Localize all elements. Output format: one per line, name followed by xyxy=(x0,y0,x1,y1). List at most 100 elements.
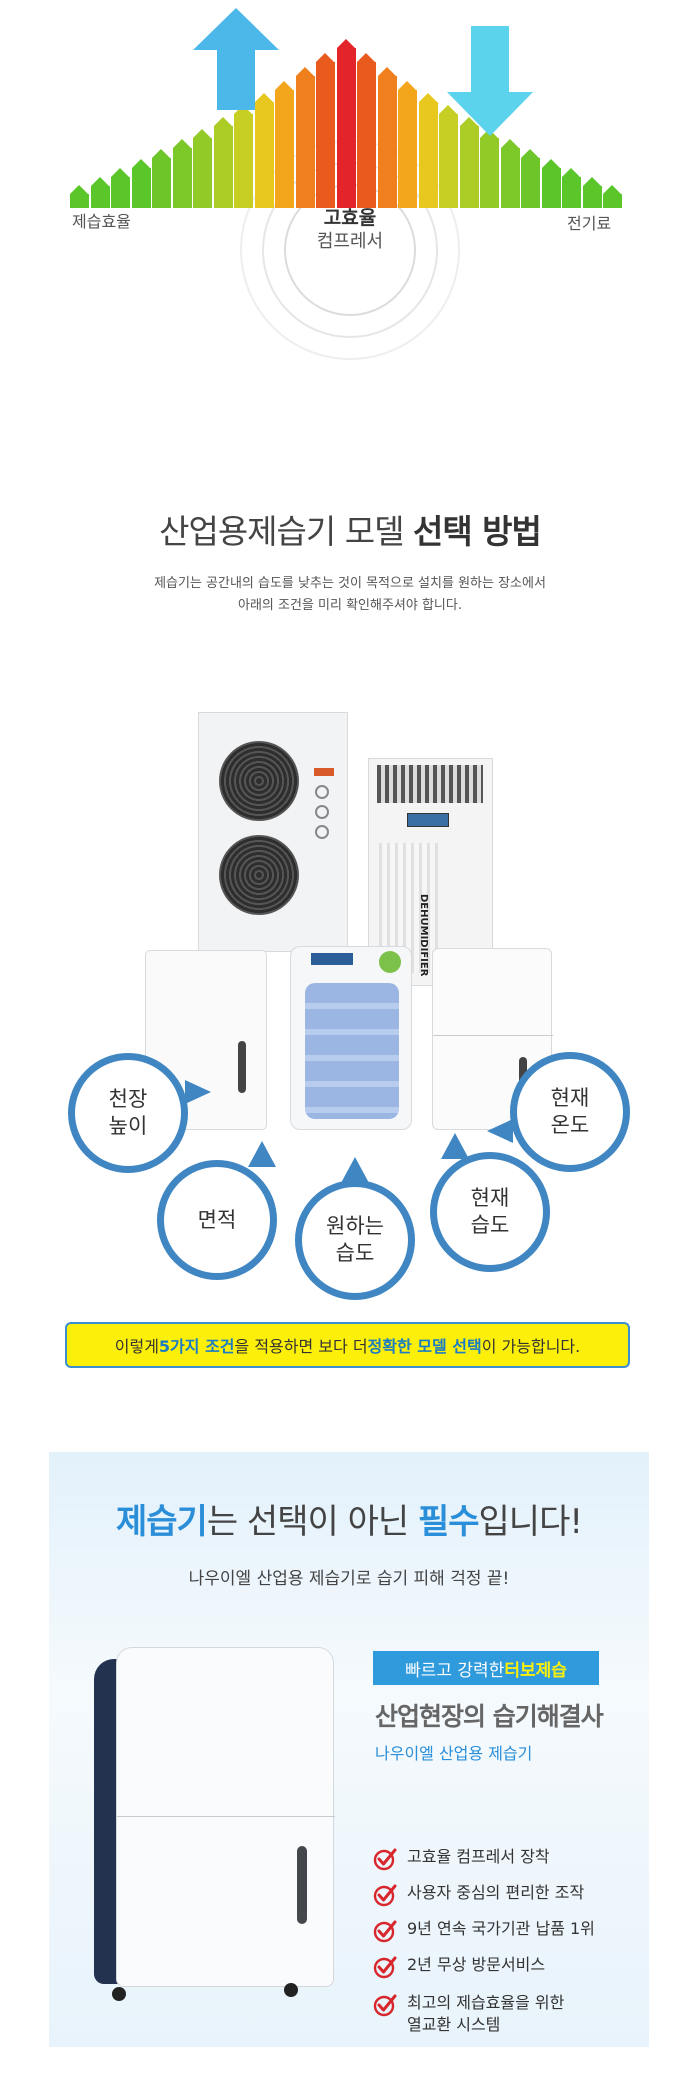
efficiency-bar xyxy=(90,177,110,208)
efficiency-bar xyxy=(357,53,376,208)
efficiency-bar-roof xyxy=(316,53,334,62)
check-icon xyxy=(373,1847,397,1871)
condition-area: 면적 xyxy=(157,1141,277,1280)
efficiency-bar-roof xyxy=(111,168,129,177)
efficiency-bar xyxy=(111,168,130,208)
check-icon xyxy=(373,1919,397,1943)
large-dehumidifier xyxy=(198,712,348,952)
efficiency-bar-roof xyxy=(152,149,170,158)
feature-text: 2년 무상 방문서비스 xyxy=(407,1955,546,1974)
efficiency-bar-roof xyxy=(521,149,539,158)
high-efficiency-text: 고효율 xyxy=(323,207,377,229)
efficiency-bar-roof xyxy=(131,159,150,168)
efficiency-bar-roof xyxy=(275,81,293,90)
efficiency-bar-roof xyxy=(213,117,232,126)
tower-vent xyxy=(377,765,483,803)
selection-title: 산업용제습기 모델 선택 방법 xyxy=(0,505,700,553)
efficiency-graphic: 제습효율 전기료 고효율 컴프레서 xyxy=(0,0,700,360)
efficiency-bar xyxy=(398,81,417,208)
efficiency-bar-chart xyxy=(70,38,625,208)
essential-section: 제습기는 선택이 아닌 필수입니다! 나우이엘 산업용 제습기로 습기 피해 걱… xyxy=(49,1452,649,2047)
note-post: 이 가능합니다. xyxy=(481,1337,581,1356)
efficiency-bar-roof xyxy=(500,139,519,148)
check-icon xyxy=(373,1993,397,2017)
dehumidify-efficiency-label: 제습효율 xyxy=(72,212,131,231)
efficiency-bar xyxy=(480,129,499,208)
efficiency-bar xyxy=(316,53,335,208)
efficiency-bar-roof xyxy=(603,185,621,194)
efficiency-bar-roof xyxy=(582,177,601,186)
essential-title: 제습기는 선택이 아닌 필수입니다! xyxy=(49,1494,649,1543)
selection-title-bold: 선택 방법 xyxy=(412,512,542,551)
check-icon xyxy=(373,1883,397,1907)
turbo-badge: 빠르고 강력한 터보제습 xyxy=(373,1651,599,1685)
dehumidifier-products-image: DEHUMIDIFIER xyxy=(0,700,700,1160)
note-accurate-model: 정확한 모델 선택 xyxy=(367,1337,482,1356)
efficiency-bar xyxy=(336,39,356,208)
portable-dehumidifier-blue xyxy=(290,946,412,1130)
arrow-down-icon xyxy=(447,26,533,136)
efficiency-bar-roof xyxy=(541,159,560,168)
efficiency-bar xyxy=(193,129,212,208)
essential-title-hl1: 제습기 xyxy=(116,1502,208,1542)
selection-description: 제습기는 공간내의 습도를 낮추는 것이 목적으로 설치를 원하는 장소에서 아… xyxy=(0,573,700,617)
efficiency-bar-roof xyxy=(377,67,396,76)
fan-bottom-icon xyxy=(219,835,299,915)
efficiency-bar xyxy=(541,159,561,208)
condition-area-text: 면적 xyxy=(197,1207,237,1232)
efficiency-bar-roof xyxy=(295,67,314,76)
dehumidifier-text: DEHUMIDIFIER xyxy=(418,894,429,977)
efficiency-bar-roof xyxy=(70,185,88,194)
efficiency-bar xyxy=(295,67,315,208)
efficiency-bar xyxy=(254,93,274,208)
note-five-conditions: 5가지 조건 xyxy=(158,1337,235,1356)
efficiency-bar-roof xyxy=(193,129,211,138)
note-pre: 이렇게 xyxy=(114,1337,159,1356)
efficiency-bar xyxy=(70,185,89,208)
electricity-cost-label: 전기료 xyxy=(567,214,612,233)
efficiency-bar xyxy=(234,105,253,208)
selection-title-normal: 산업용제습기 모델 xyxy=(159,512,413,551)
feature-text: 최고의 제습효율을 위한 xyxy=(407,1993,565,2012)
essential-title-mid: 는 선택이 아닌 xyxy=(206,1502,418,1542)
efficiency-bar-roof xyxy=(418,93,437,102)
efficiency-bar-roof xyxy=(336,39,355,48)
efficiency-bar xyxy=(418,93,438,208)
efficiency-bar xyxy=(131,159,151,208)
arrow-up-icon xyxy=(193,8,279,110)
efficiency-bar-roof xyxy=(254,93,273,102)
efficiency-bar-roof xyxy=(172,139,191,148)
product-dehumidifier-image xyxy=(94,1647,335,2002)
essential-subtitle: 나우이엘 산업용 제습기로 습기 피해 걱정 끝! xyxy=(188,1569,510,1589)
efficiency-bar xyxy=(582,177,602,208)
efficiency-bar xyxy=(459,117,479,208)
note-mid: 을 적용하면 보다 더 xyxy=(234,1337,368,1356)
efficiency-bar-roof xyxy=(357,53,375,62)
turbo-pre: 빠르고 강력한 xyxy=(405,1660,505,1681)
humidity-solver-headline: 산업현장의 습기해결사 xyxy=(375,1702,604,1731)
efficiency-bar xyxy=(213,117,233,208)
selection-desc-line1: 제습기는 공간내의 습도를 낮추는 것이 목적으로 설치를 원하는 장소에서 xyxy=(154,576,546,591)
feature-text: 9년 연속 국가기관 납품 1위 xyxy=(407,1919,595,1938)
feature-text: 열교환 시스템 xyxy=(407,2015,501,2034)
efficiency-bar xyxy=(152,149,171,208)
efficiency-bar-roof xyxy=(398,81,416,90)
efficiency-bar xyxy=(172,139,192,208)
selection-desc-line2: 아래의 조건을 미리 확인해주셔야 합니다. xyxy=(238,598,462,613)
efficiency-bar xyxy=(603,185,622,208)
efficiency-bar-roof xyxy=(90,177,109,186)
feature-text: 사용자 중심의 편리한 조작 xyxy=(407,1883,585,1902)
essential-title-post: 입니다! xyxy=(478,1502,583,1542)
essential-title-hl2: 필수 xyxy=(417,1502,480,1542)
turbo-highlight: 터보제습 xyxy=(504,1660,567,1681)
efficiency-bar xyxy=(377,67,397,208)
check-icon xyxy=(373,1955,397,1979)
